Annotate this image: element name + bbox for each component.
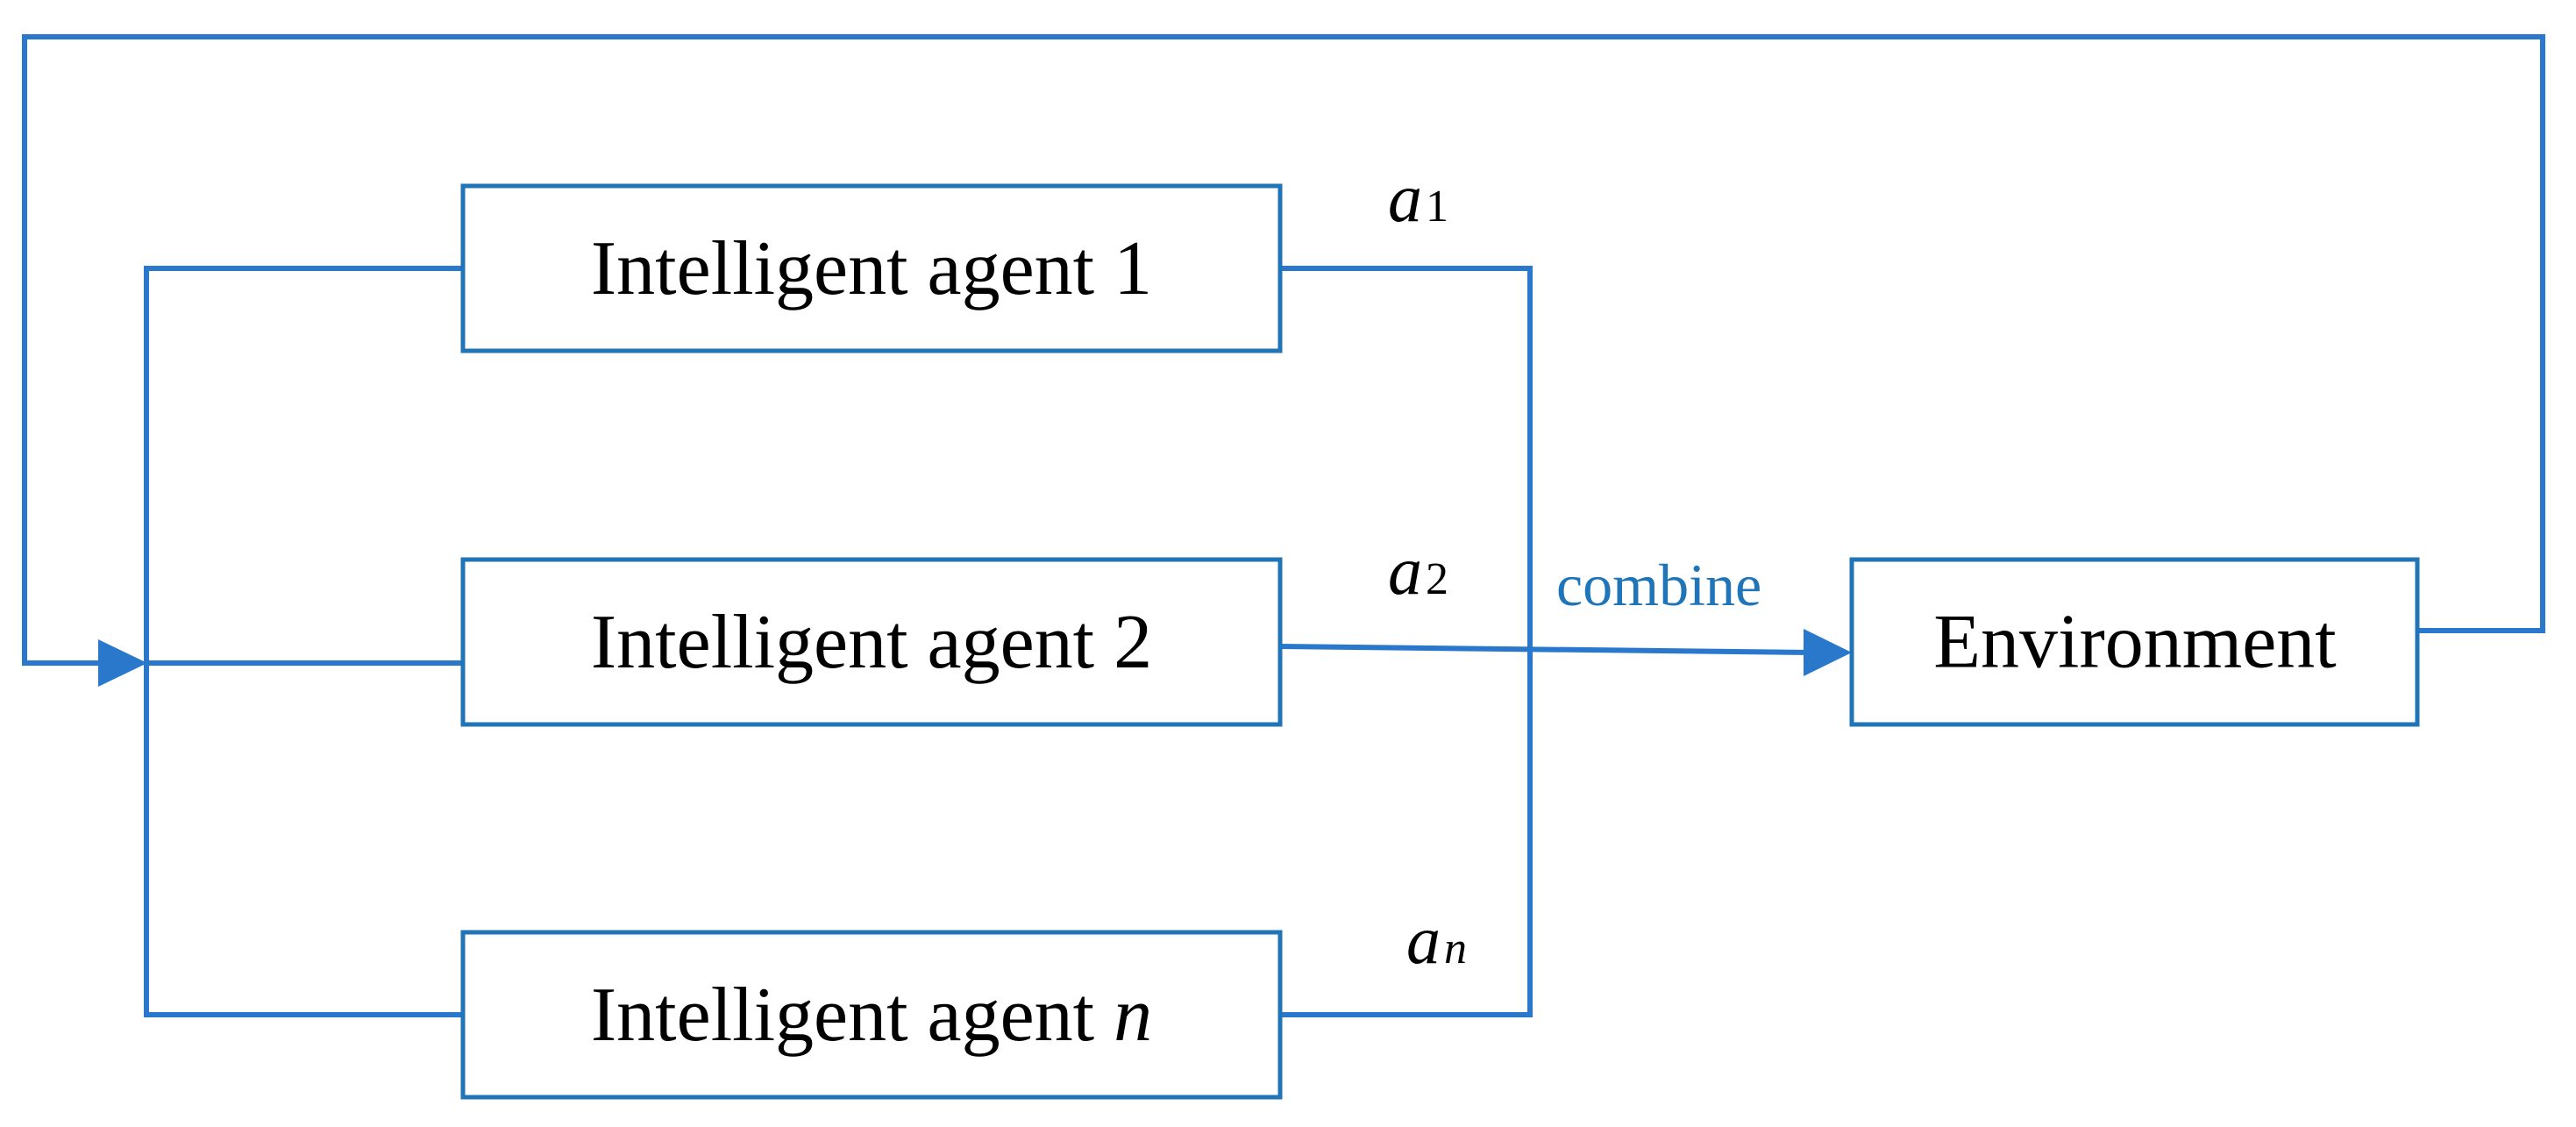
agent-2-box [460, 557, 1283, 727]
environment-box [1849, 557, 2420, 727]
environment-node: Environment [1849, 557, 2420, 727]
agent-n-node: Intelligent agent n [460, 930, 1283, 1100]
agent-1-label: Intelligent agent 1 [591, 226, 1152, 311]
agent-2-label: Intelligent agent 2 [591, 600, 1152, 685]
action-label-1: a1 [1388, 160, 1448, 236]
agent-n-label: Intelligent agent n [591, 973, 1152, 1058]
combine-arrowhead [1804, 629, 1852, 676]
agent-1-box [460, 183, 1283, 353]
action-label-n: an [1406, 902, 1467, 978]
environment-label: Environment [1933, 600, 2336, 685]
feedback-arrowhead [98, 639, 147, 687]
combine-label: combine [1556, 552, 1761, 618]
feedback-line [22, 34, 2545, 666]
agent-1-node: Intelligent agent 1 [460, 183, 1283, 353]
agent-n-box [460, 930, 1283, 1100]
action-label-2: a2 [1388, 532, 1448, 609]
combine-line [1279, 644, 1811, 655]
agent-2-node: Intelligent agent 2 [460, 557, 1283, 727]
